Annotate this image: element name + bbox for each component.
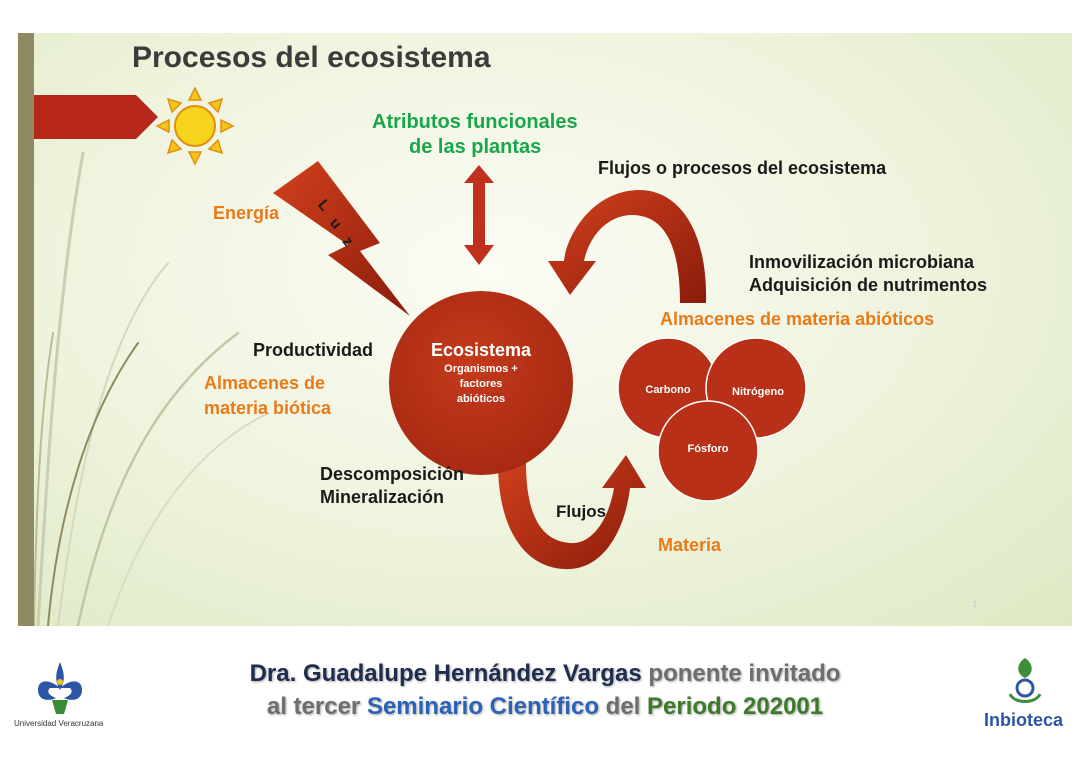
ecosystem-line-2: factores [459,378,503,390]
footer-period: Periodo 202001 [647,693,824,720]
label-inmovilizacion: Inmovilización microbiana [749,252,975,272]
footer-line-2: al tercer Seminario Científico del Perio… [0,693,1090,721]
slide-title: Procesos del ecosistema [132,41,491,74]
slide: Procesos del ecosistema Atributos funcio… [18,33,1072,626]
circle-fosforo [657,400,759,502]
footer-role: ponente invitado [648,660,841,687]
page-number: 1 [972,599,978,610]
label-atributos-2: de las plantas [409,136,542,158]
label-energia: Energía [213,203,280,223]
grass-decoration [33,151,269,626]
label-mineralizacion: Mineralización [320,487,445,507]
label-almacenes-bioticos-2: materia biótica [204,398,332,418]
label-adquisicion: Adquisición de nutrimentos [749,275,988,295]
label-materia: Materia [658,535,722,555]
ecosystem-circle [389,291,573,475]
uv-logo-icon [38,662,82,714]
footer-seminar: Seminario Científico [366,693,599,720]
ecosystem-title: Ecosistema [430,340,532,360]
label-almacenes-bioticos-1: Almacenes de [204,373,326,393]
uv-logo-text: Universidad Veracruzana [14,719,104,728]
label-descomposicion: Descomposición [320,464,465,484]
label-atributos-1: Atributos funcionales [372,111,578,133]
label-nitrogeno: Nitrógeno [732,386,784,398]
cycle-arrow-bottom [498,455,646,570]
label-carbono: Carbono [645,384,691,396]
label-flujos-procesos: Flujos o procesos del ecosistema [598,158,887,178]
diagram-graphics [18,86,807,626]
footer-line-1: Dra. Guadalupe Hernández Vargas ponente … [0,660,1090,688]
label-productividad: Productividad [253,340,374,360]
lightning-bolt [273,161,410,316]
footer-del: del [605,693,641,720]
sun-icon [155,86,235,166]
inbioteca-logo-icon [1008,658,1042,703]
label-fosforo: Fósforo [687,443,729,455]
left-accent-bar [18,33,34,626]
inbioteca-logo-text: Inbioteca [984,710,1064,730]
label-almacenes-abioticos: Almacenes de materia abióticos [660,309,935,329]
ecosystem-line-1: Organismos + [444,363,518,375]
footer: Universidad Veracruzana Dra. Guadalupe H… [0,626,1090,760]
double-arrow [464,165,494,265]
footer-prefix: al tercer [266,693,361,720]
ecosystem-line-3: abióticos [456,393,506,405]
footer-name: Dra. Guadalupe Hernández Vargas [249,660,642,687]
cycle-arrow-top [548,189,707,303]
label-flujos: Flujos [556,502,607,521]
red-banner [18,95,158,139]
